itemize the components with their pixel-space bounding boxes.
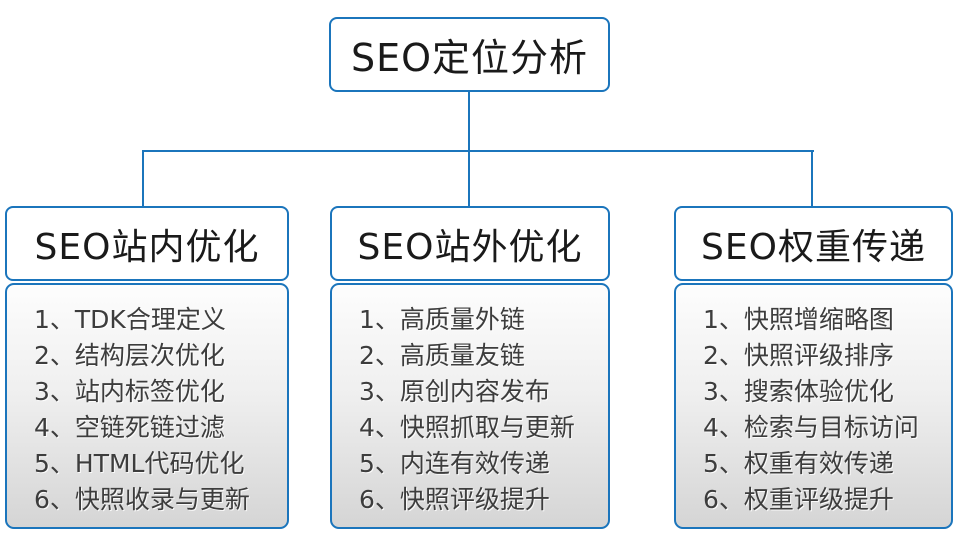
branch-column-onsite: SEO站内优化 1、TDK合理定义 2、结构层次优化 3、站内标签优化 4、空链… — [5, 206, 289, 531]
list-item: 3、站内标签优化 — [34, 377, 225, 406]
root-node-seo-positioning: SEO定位分析 — [329, 17, 610, 92]
list-item: 1、TDK合理定义 — [34, 305, 226, 334]
branch-header-weight: SEO权重传递 — [674, 206, 953, 281]
connector-middle-drop — [468, 150, 470, 207]
list-item: 6、权重评级提升 — [703, 485, 894, 514]
connector-left-drop — [142, 150, 144, 207]
branch-header-label: SEO站外优化 — [357, 226, 583, 268]
list-item: 1、快照增缩略图 — [703, 305, 894, 334]
branch-item-list-offsite: 1、高质量外链 2、高质量友链 3、原创内容发布 4、快照抓取与更新 5、内连有… — [330, 283, 610, 529]
list-item: 2、快照评级排序 — [703, 341, 894, 370]
connector-crossbar — [142, 150, 814, 152]
list-item: 4、检索与目标访问 — [703, 413, 919, 442]
branch-header-label: SEO权重传递 — [701, 226, 926, 268]
root-node-label: SEO定位分析 — [350, 36, 589, 80]
branch-item-list-weight: 1、快照增缩略图 2、快照评级排序 3、搜索体验优化 4、检索与目标访问 5、权… — [674, 283, 953, 529]
list-item: 3、原创内容发布 — [359, 377, 550, 406]
list-item: 4、空链死链过滤 — [34, 413, 225, 442]
list-item: 2、结构层次优化 — [34, 341, 225, 370]
list-item: 4、快照抓取与更新 — [359, 413, 575, 442]
list-item: 6、快照收录与更新 — [34, 485, 250, 514]
list-item: 5、内连有效传递 — [359, 449, 550, 478]
branch-header-onsite: SEO站内优化 — [5, 206, 289, 281]
list-item: 3、搜索体验优化 — [703, 377, 894, 406]
list-item: 2、高质量友链 — [359, 341, 525, 370]
branch-item-list-onsite: 1、TDK合理定义 2、结构层次优化 3、站内标签优化 4、空链死链过滤 5、H… — [5, 283, 289, 529]
connector-root-stem — [468, 92, 470, 151]
branch-column-offsite: SEO站外优化 1、高质量外链 2、高质量友链 3、原创内容发布 4、快照抓取与… — [330, 206, 610, 531]
list-item: 6、快照评级提升 — [359, 485, 550, 514]
branch-header-label: SEO站内优化 — [34, 226, 260, 268]
list-item: 1、高质量外链 — [359, 305, 525, 334]
branch-header-offsite: SEO站外优化 — [330, 206, 610, 281]
list-item: 5、权重有效传递 — [703, 449, 894, 478]
connector-right-drop — [811, 150, 813, 207]
list-item: 5、HTML代码优化 — [34, 449, 245, 478]
branch-column-weight: SEO权重传递 1、快照增缩略图 2、快照评级排序 3、搜索体验优化 4、检索与… — [674, 206, 953, 531]
